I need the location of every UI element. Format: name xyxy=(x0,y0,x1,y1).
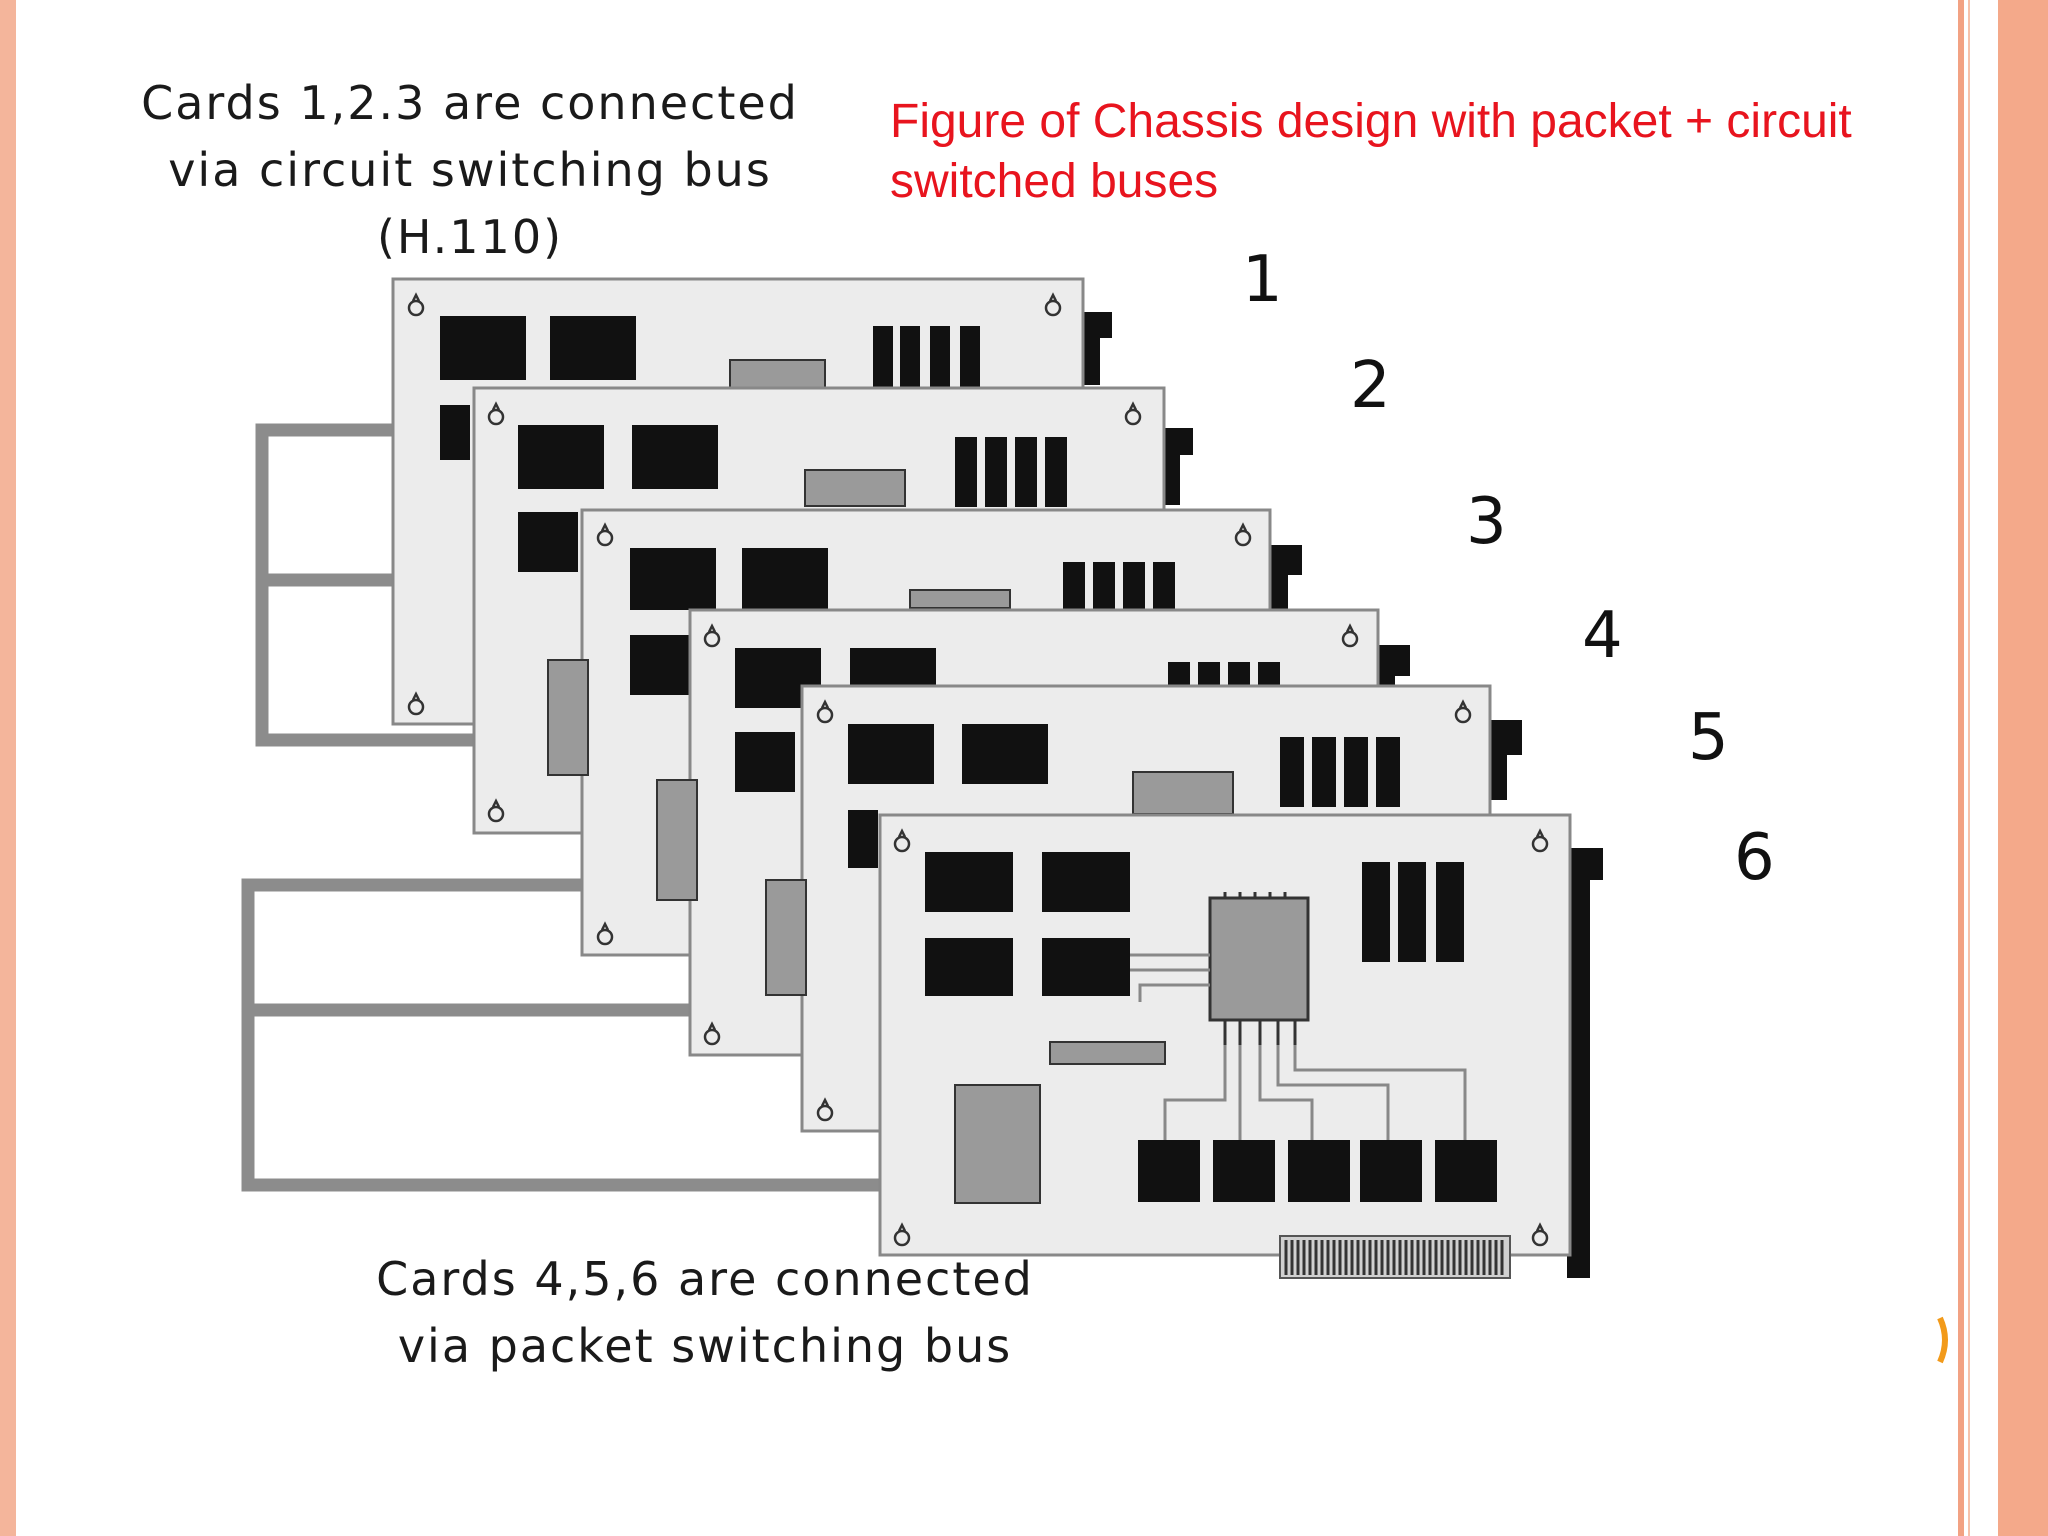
circuit-bus-label: Cards 1,2.3 are connected via circuit sw… xyxy=(141,76,799,264)
processor-pins xyxy=(1223,892,1297,1045)
chip xyxy=(1288,1140,1350,1202)
memory-slot xyxy=(1436,862,1464,962)
memory-slot xyxy=(1093,562,1115,612)
memory-slot xyxy=(900,326,920,390)
memory-slot xyxy=(1344,737,1368,807)
memory-slot xyxy=(985,437,1007,507)
memory-slot xyxy=(873,326,893,390)
connector xyxy=(804,469,906,507)
card-number-1: 1 xyxy=(1242,243,1283,317)
card-bracket xyxy=(1487,720,1522,800)
card-number-5: 5 xyxy=(1688,701,1729,775)
card-bracket xyxy=(1270,545,1302,615)
card-number-2: 2 xyxy=(1350,349,1391,423)
card-bracket xyxy=(1567,848,1603,1278)
bus-connector xyxy=(656,779,698,901)
decor-arc xyxy=(1937,1316,1948,1364)
connector xyxy=(1049,1041,1166,1065)
chip xyxy=(848,724,934,784)
card-number-3: 3 xyxy=(1466,485,1507,559)
left-border-bar xyxy=(0,0,16,1536)
processor-chip xyxy=(1208,896,1310,1022)
bus-connector xyxy=(765,879,807,996)
connector xyxy=(729,359,826,391)
chip xyxy=(925,852,1013,912)
memory-slot xyxy=(960,326,980,390)
memory-slot xyxy=(1015,437,1037,507)
chip xyxy=(1213,1140,1275,1202)
memory-slot xyxy=(1376,737,1400,807)
card-bracket xyxy=(1082,312,1112,385)
chip xyxy=(630,635,690,695)
chip xyxy=(518,512,578,572)
chip xyxy=(1042,852,1130,912)
packet-bus-main xyxy=(241,878,887,1192)
chip xyxy=(550,316,636,380)
card-number-6: 6 xyxy=(1734,821,1775,895)
card-number-4: 4 xyxy=(1582,599,1623,673)
chip xyxy=(925,938,1013,996)
chip xyxy=(518,425,604,489)
chip xyxy=(1138,1140,1200,1202)
circuit-traces xyxy=(1130,953,1467,1140)
memory-slot xyxy=(955,437,977,507)
packet-bus-label: Cards 4,5,6 are connected via packet swi… xyxy=(376,1252,1034,1373)
chip xyxy=(1360,1140,1422,1202)
memory-slot xyxy=(1280,737,1304,807)
memory-slot xyxy=(1123,562,1145,612)
chip xyxy=(440,316,526,380)
memory-slot xyxy=(1312,737,1336,807)
right-border-line-2 xyxy=(1968,0,1970,1536)
card-bracket xyxy=(1163,428,1193,505)
figure-caption: Figure of Chassis design with packet + c… xyxy=(890,95,1852,208)
memory-slot xyxy=(1045,437,1067,507)
memory-slot xyxy=(1153,562,1175,612)
connector xyxy=(909,589,1011,609)
memory-slot xyxy=(930,326,950,390)
chip xyxy=(632,425,718,489)
right-border-line xyxy=(1958,0,1964,1536)
chip xyxy=(1042,938,1130,996)
memory-slot xyxy=(1398,862,1426,962)
right-border-bar xyxy=(1998,0,2048,1536)
chip xyxy=(848,810,878,868)
edge-connector xyxy=(1279,1235,1511,1279)
bus-connector xyxy=(547,659,589,776)
chip xyxy=(630,548,716,610)
chip xyxy=(962,724,1048,784)
chip xyxy=(735,732,795,792)
card-6 xyxy=(878,813,1603,1279)
memory-slot xyxy=(1063,562,1085,612)
bus-connector xyxy=(954,1084,1041,1204)
chip xyxy=(440,405,470,460)
memory-slot xyxy=(1362,862,1390,962)
chip xyxy=(1435,1140,1497,1202)
connector xyxy=(1132,771,1234,815)
chip xyxy=(742,548,828,610)
